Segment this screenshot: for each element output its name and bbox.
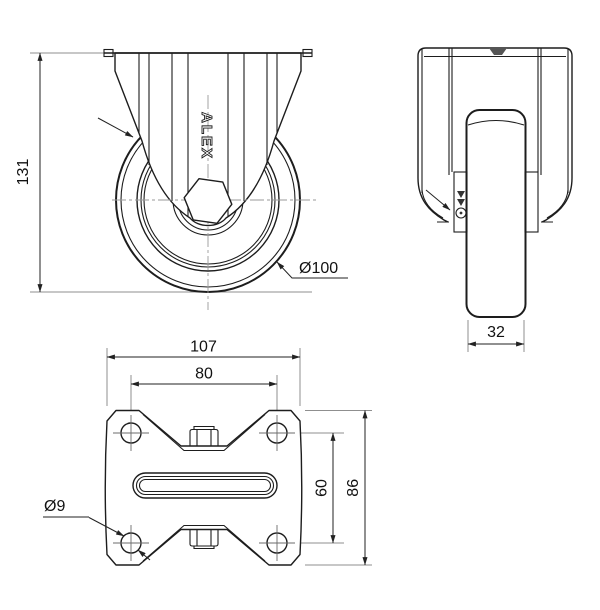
kingpin-bolt-top (189, 425, 219, 446)
bracket-outline (417, 47, 573, 223)
hole-spacing-height-extension-lines (296, 432, 344, 544)
fork-bend-lines (138, 53, 278, 216)
side-view: 32 (417, 47, 573, 352)
axle-washer-detail (457, 191, 465, 206)
brand-embossed-text: ALEX (198, 112, 215, 160)
dim-hole-diameter-leader (88, 517, 125, 537)
hub-block-right (524, 171, 539, 233)
axle-hex-nut (183, 178, 233, 224)
plate-view: 107 80 60 86 Ø9 (43, 339, 372, 566)
dim-height-label: 131 (15, 159, 32, 186)
fork-leader-arrow (97, 117, 134, 138)
plate-slot-inner (138, 478, 272, 493)
overall-height-extension-lines (305, 410, 372, 566)
dim-overall-width-label: 107 (190, 339, 217, 356)
hub-block-left (453, 171, 468, 233)
axle-rivet-head (455, 207, 467, 219)
front-view: 131 ALEX Ø100 (15, 48, 348, 310)
bracket-bend-lines (421, 48, 569, 193)
plate-slot-outer (132, 472, 278, 499)
top-plate-left-tab (103, 48, 114, 58)
dim-hole-diameter-opposite-arrow (137, 549, 151, 561)
top-plate-right-tab (302, 48, 313, 58)
dim-width-label: 32 (487, 324, 505, 341)
bracket-leg-inner-curves (421, 189, 569, 219)
dim-hole-spacing-height-label: 60 (314, 479, 331, 497)
dim-wheel-diameter-leader (276, 261, 348, 279)
plate-top-fold-line (142, 414, 266, 452)
wheel-side-profile (465, 109, 527, 318)
wheel-tread-line (467, 119, 525, 126)
width-extension-lines (467, 320, 525, 352)
axle-leader-arrow (425, 189, 451, 211)
plate-slot-mid (135, 475, 275, 496)
dim-hole-diameter-label: Ø9 (44, 498, 65, 515)
bracket-top-dimple (489, 48, 507, 55)
dim-wheel-diameter-label: Ø100 (299, 260, 338, 277)
bolt-hole-centerlines (113, 415, 295, 561)
dim-overall-height-label: 86 (345, 479, 362, 497)
dim-hole-spacing-width-label: 80 (195, 366, 213, 383)
plate-bottom-fold-line (142, 524, 266, 562)
kingpin-bolt-bottom (189, 529, 219, 550)
fork-body (114, 52, 302, 227)
mounting-plate-outline (104, 409, 303, 566)
axle-rivet-center (459, 211, 463, 215)
